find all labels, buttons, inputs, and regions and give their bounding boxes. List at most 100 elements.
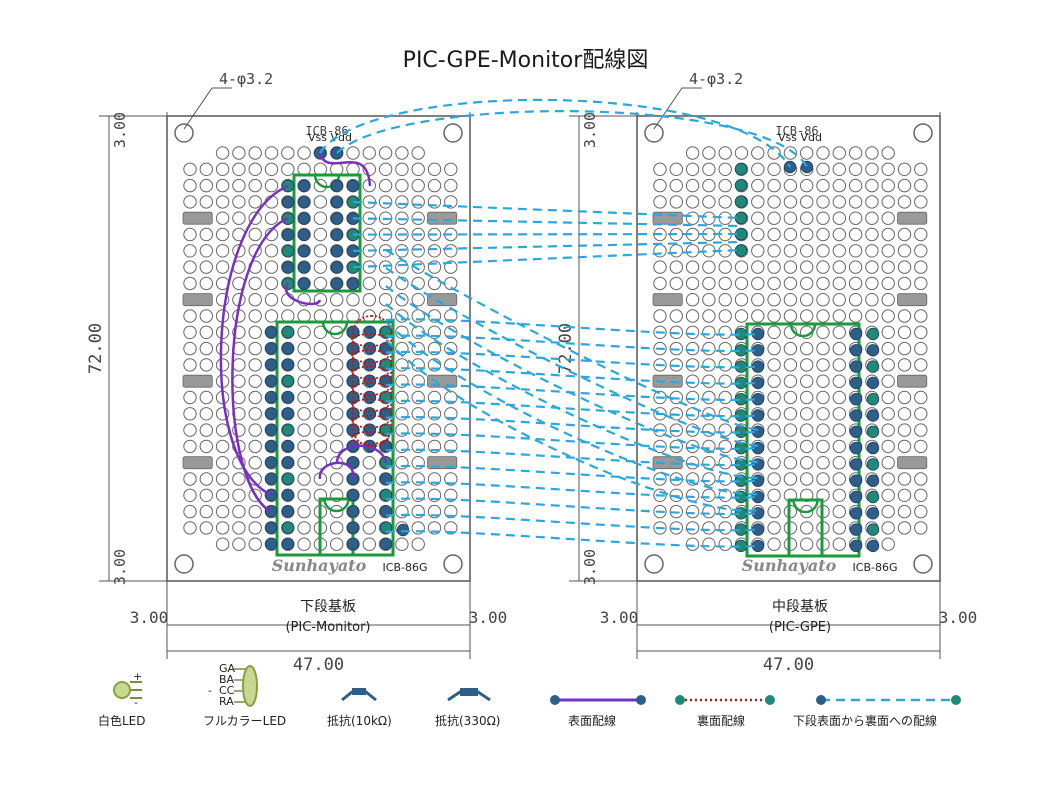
pcb-hole [183,162,197,177]
hatched-pad [652,456,683,470]
pcb-hole [199,260,214,274]
pcb-hole [881,244,895,258]
cross-board-wire [385,448,759,467]
hatched-pad [427,293,458,307]
pcb-hole [800,276,814,291]
cross-board-wire [385,285,759,464]
pcb-hole [832,423,846,437]
pcb-hole [767,374,781,388]
pcb-hole [865,260,879,274]
solder-pad [297,179,311,193]
pcb-hole [914,504,928,519]
pcb-hole [718,390,732,405]
pcb-hole [313,390,328,405]
pcb-hole [816,162,830,177]
cross-board-wire [385,339,759,512]
pcb-hole [800,537,814,551]
pcb-hole [767,260,781,274]
pcb-hole [313,374,328,388]
solder-pad [281,358,295,371]
solder-pad [346,505,360,518]
pcb-hole [215,341,230,356]
pcb-hole [848,211,863,225]
hatched-pad [897,374,928,388]
cross-wire-group [319,98,808,548]
pcb-hole [751,178,765,193]
solder-pad [281,228,295,242]
pcb-hole [264,244,279,258]
pcb-hole [897,244,912,258]
pcb-hole [297,374,311,388]
pcb-hole [767,537,781,551]
pcb-hole [685,244,700,258]
pcb-hole [215,439,230,454]
pcb-hole [215,504,230,519]
pcb-hole [702,146,716,160]
pcb-hole [685,293,700,307]
pcb-hole [444,178,458,193]
pcb-hole [685,276,700,291]
pcb-hole [832,325,846,339]
pcb-hole [816,456,830,470]
pcb-hole [881,195,895,209]
solder-pad [330,244,344,258]
hatched-pad [182,211,213,225]
pcb-hole [362,293,376,307]
pcb-hole [897,260,912,274]
cross-board-wire [352,248,742,269]
pcb-hole [800,260,814,274]
pcb-hole [832,521,846,535]
pcb-hole [816,260,830,274]
pcb-hole [183,260,197,274]
solder-pad [379,505,393,518]
solder-pad [330,212,344,225]
pcb-hole [411,195,425,209]
pcb-hole [783,439,798,454]
pcb-hole [897,162,912,177]
solder-pad [281,439,295,453]
solder-pad [866,474,880,487]
pcb-hole [248,325,262,339]
pcb-hole [264,146,279,160]
pcb-hole [832,358,846,372]
pcb-hole [685,504,700,519]
pcb-hole [215,260,230,274]
solder-pad [281,342,295,355]
pcb-hole [411,244,425,258]
pcb-hole [914,309,928,323]
solder-pad [379,472,393,485]
pcb-hole [848,293,863,307]
pcb-hole [411,162,425,177]
pcb-hole [832,472,846,486]
pcb-hole [330,407,344,421]
solder-pad [734,195,748,208]
pcb-hole [751,309,765,323]
pcb-hole [653,178,667,193]
pcb-hole [248,439,262,454]
pcb-hole [313,358,328,372]
pcb-hole [718,309,732,323]
ic-outline [292,173,362,293]
bottom-wire [351,365,389,380]
pcb-hole [718,162,732,177]
pcb-hole [395,162,409,177]
rgb-led-icon [234,665,258,707]
resistor-330-icon [447,688,491,702]
pcb-hole [848,260,863,274]
bottom-wire [351,381,389,396]
pcb-hole [848,178,863,193]
pcb-hole [346,146,360,160]
solder-pad [849,474,863,487]
pcb-hole [897,423,912,437]
solder-pad [346,325,360,339]
pcb-hole [297,439,311,454]
pcb-hole [914,521,928,535]
solder-pad [866,458,880,471]
solder-pad [363,407,377,420]
pcb-hole [800,146,814,160]
pcb-hole [183,439,197,454]
solder-pad [363,358,377,371]
rgb-led-label: フルカラーLED [203,714,286,728]
bottom-wire-label: 裏面配線 [697,713,745,728]
pcb-hole [427,162,442,177]
